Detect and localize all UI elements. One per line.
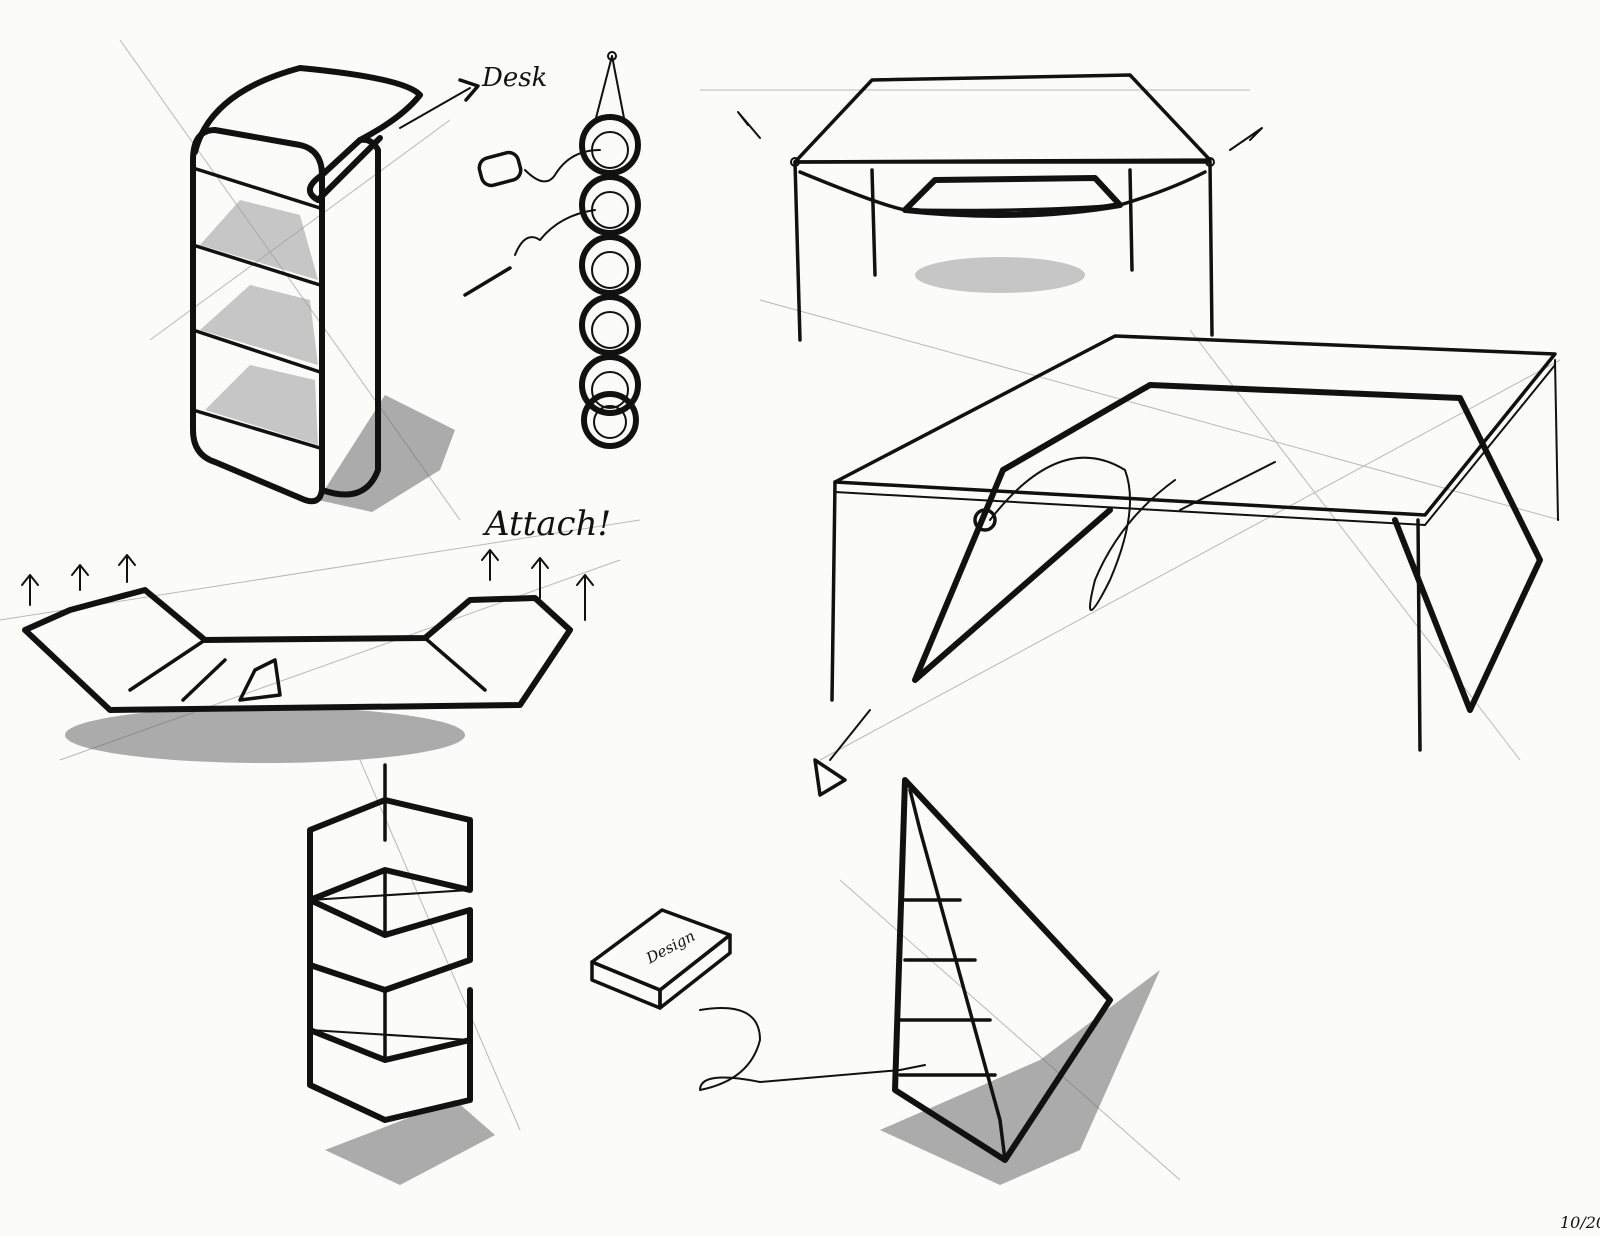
desk-with-tray-sketch	[737, 73, 1263, 342]
book-sketch: Design	[590, 908, 926, 1091]
page-number: 10/20	[1560, 1213, 1600, 1232]
book-cover-label: Design	[642, 927, 698, 968]
triangular-leaning-shelf	[813, 709, 1160, 1185]
label-attach: Attach!	[482, 504, 611, 544]
hanging-pod-organizer	[463, 51, 641, 449]
desk-with-side-panels	[830, 334, 1559, 752]
label-desk: Desk	[481, 63, 547, 93]
tall-shelf-sketch: Desk	[190, 63, 547, 512]
attach-arrows	[21, 549, 594, 621]
zigzag-hanging-shelf	[307, 763, 495, 1185]
boomerang-wall-shelf: Attach!	[21, 504, 611, 763]
